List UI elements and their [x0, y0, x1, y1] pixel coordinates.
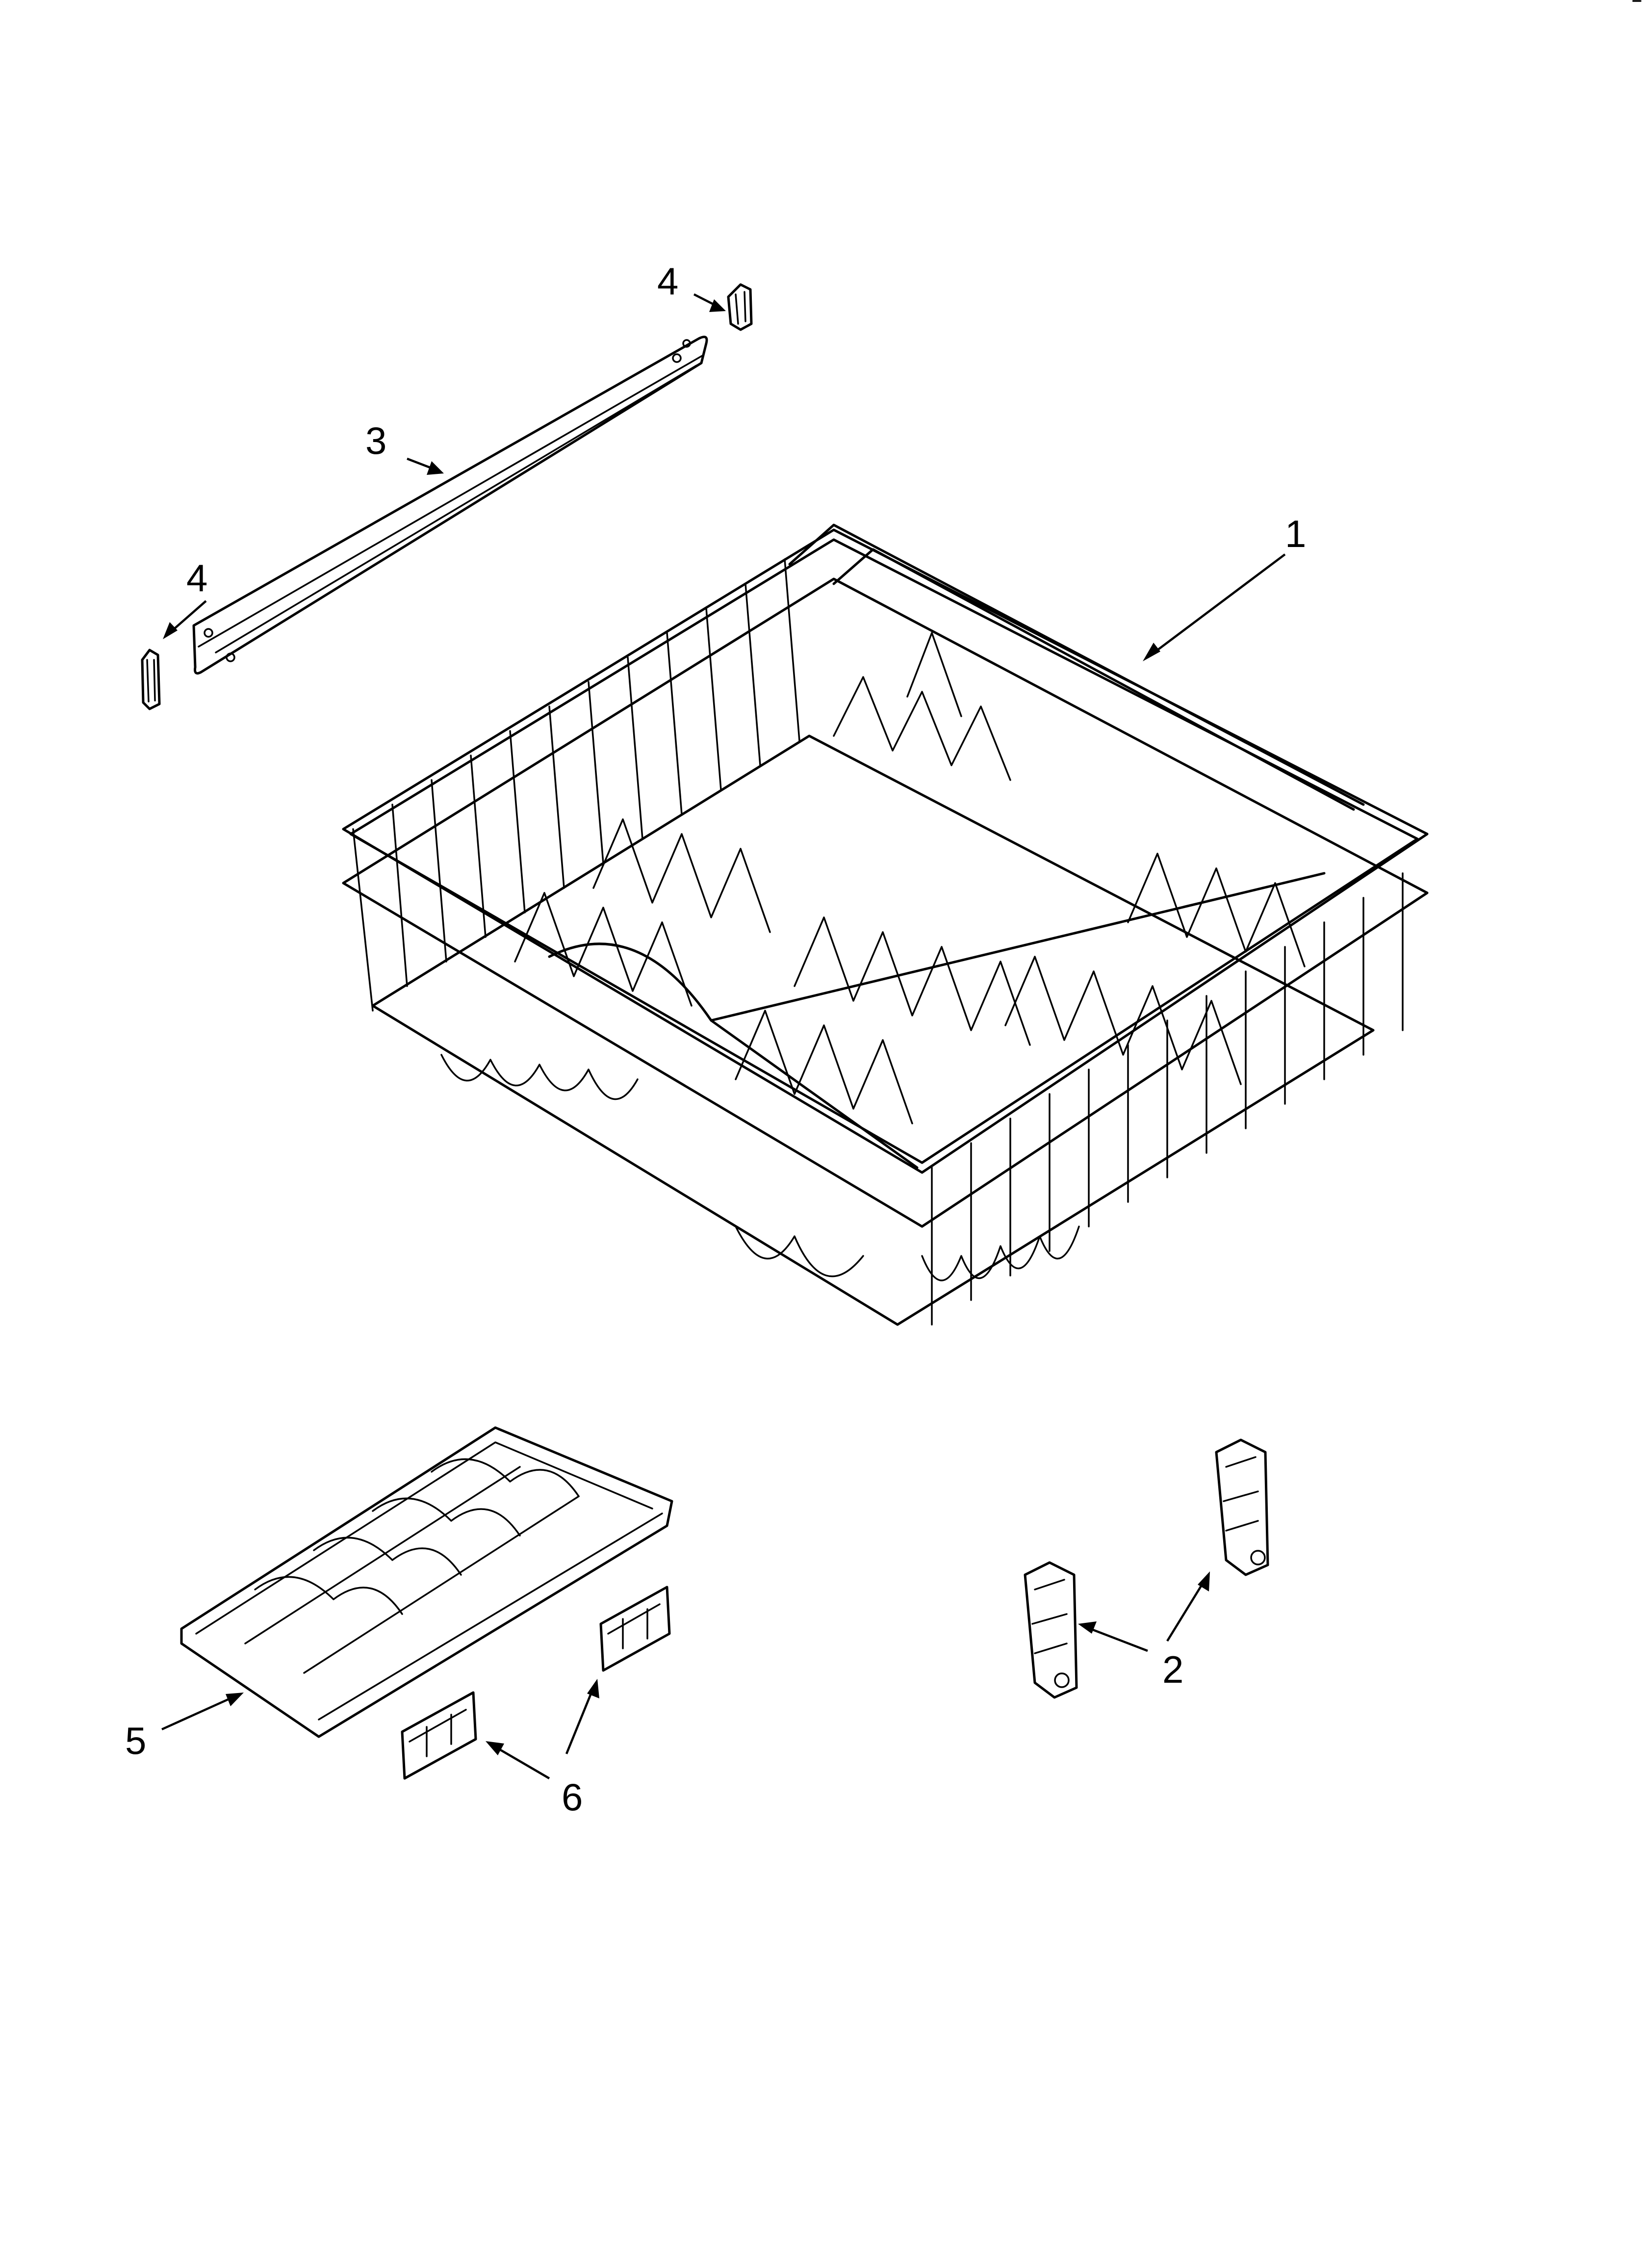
callout-4-left: 4 — [186, 556, 207, 600]
upper-dish-rack-part — [342, 523, 1429, 1326]
callout-5: 5 — [125, 1719, 146, 1762]
callout-leaders — [161, 293, 1286, 1779]
rail-end-cap-top — [727, 283, 753, 331]
callout-1: 1 — [1285, 512, 1306, 555]
callout-4-top: 4 — [657, 260, 678, 303]
callout-3: 3 — [365, 419, 386, 462]
tray-clip-lower — [401, 1691, 477, 1780]
tine-tray-part — [180, 1426, 673, 1738]
callout-6: 6 — [562, 1775, 583, 1819]
rack-rail-part — [192, 336, 708, 675]
tray-clip-upper — [599, 1586, 671, 1672]
rail-end-cap-left — [141, 649, 161, 710]
rack-adjuster-upper — [1215, 1438, 1269, 1576]
callout-2: 2 — [1162, 1648, 1183, 1691]
rack-adjuster-lower — [1024, 1561, 1078, 1699]
